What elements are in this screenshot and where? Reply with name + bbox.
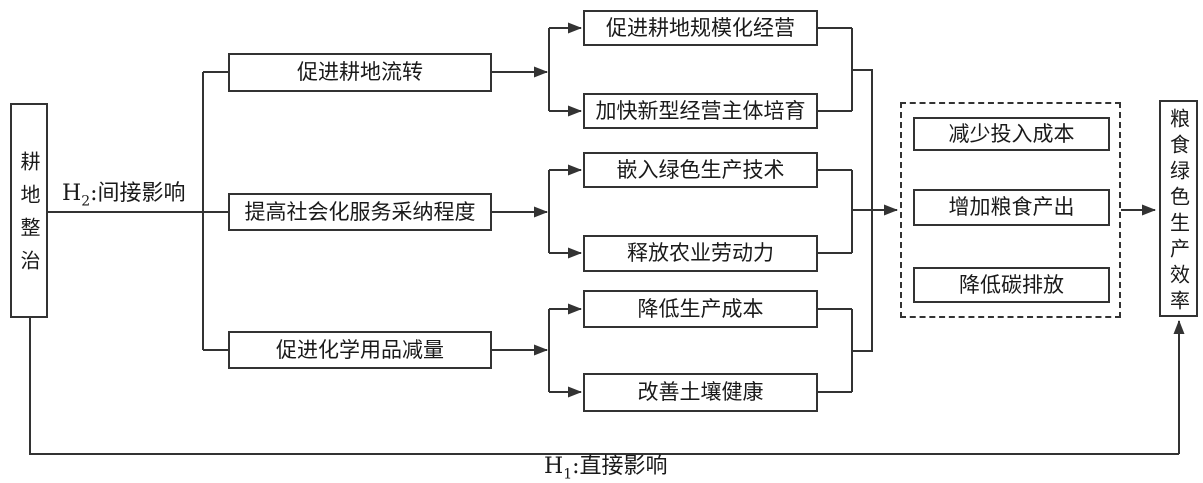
label-indirect-subscript: 2 (81, 193, 91, 210)
node-outcome-labor-release: 释放农业劳动力 (583, 235, 818, 272)
node-outcome-new-business-entities: 加快新型经营主体培育 (583, 93, 818, 129)
label-direct-prefix: H (544, 454, 564, 479)
label-direct-subscript: 1 (563, 466, 573, 483)
node-outcome-scale-operation-label: 促进耕地规模化经营 (606, 15, 795, 40)
node-effect-increase-grain-output-label: 增加粮食产出 (948, 195, 1075, 219)
node-outcome-green-technology-label: 嵌入绿色生产技术 (616, 157, 785, 182)
node-mediator-socialized-services: 提高社会化服务采纳程度 (228, 193, 492, 231)
node-mediator-chemical-reduction-label: 促进化学用品减量 (276, 337, 444, 362)
node-effect-reduce-input-cost-label: 减少投入成本 (948, 121, 1075, 146)
node-outcome-lower-production-cost: 降低生产成本 (583, 290, 818, 328)
node-outcome-scale-operation: 促进耕地规模化经营 (583, 10, 818, 46)
node-mediator-land-transfer-label: 促进耕地流转 (297, 60, 423, 84)
node-outcome-soil-health: 改善土壤健康 (583, 373, 818, 412)
node-effect-reduce-input-cost: 减少投入成本 (913, 117, 1110, 151)
node-mediator-chemical-reduction: 促进化学用品减量 (228, 331, 492, 369)
node-outcome-new-business-entities-label: 加快新型经营主体培育 (595, 98, 806, 123)
node-mediator-land-transfer: 促进耕地流转 (228, 53, 492, 92)
node-effect-increase-grain-output: 增加粮食产出 (913, 189, 1110, 226)
effects-group (900, 102, 1121, 318)
label-indirect-text: :间接影响 (90, 181, 186, 206)
node-outcome-soil-health-label: 改善土壤健康 (637, 380, 764, 404)
node-land-consolidation: 耕地整治 (10, 103, 48, 318)
node-green-production-efficiency: 粮食绿色生产效率 (1159, 100, 1198, 317)
label-indirect-prefix: H (62, 181, 82, 206)
label-direct-text: :直接影响 (572, 454, 668, 479)
node-outcome-green-technology: 嵌入绿色生产技术 (583, 152, 818, 188)
node-outcome-lower-production-cost-label: 降低生产成本 (637, 296, 764, 321)
node-effect-reduce-carbon-emissions: 降低碳排放 (913, 267, 1110, 303)
node-mediator-socialized-services-label: 提高社会化服务采纳程度 (244, 199, 476, 224)
node-green-production-efficiency-label: 粮食绿色生产效率 (1166, 107, 1191, 316)
node-outcome-labor-release-label: 释放农业劳动力 (627, 241, 774, 265)
label-indirect-effect: H2:间接影响 (62, 181, 186, 209)
node-effect-reduce-carbon-emissions-label: 降低碳排放 (959, 272, 1064, 297)
node-land-consolidation-label: 耕地整治 (17, 151, 41, 283)
label-direct-effect: H1:直接影响 (544, 454, 668, 482)
